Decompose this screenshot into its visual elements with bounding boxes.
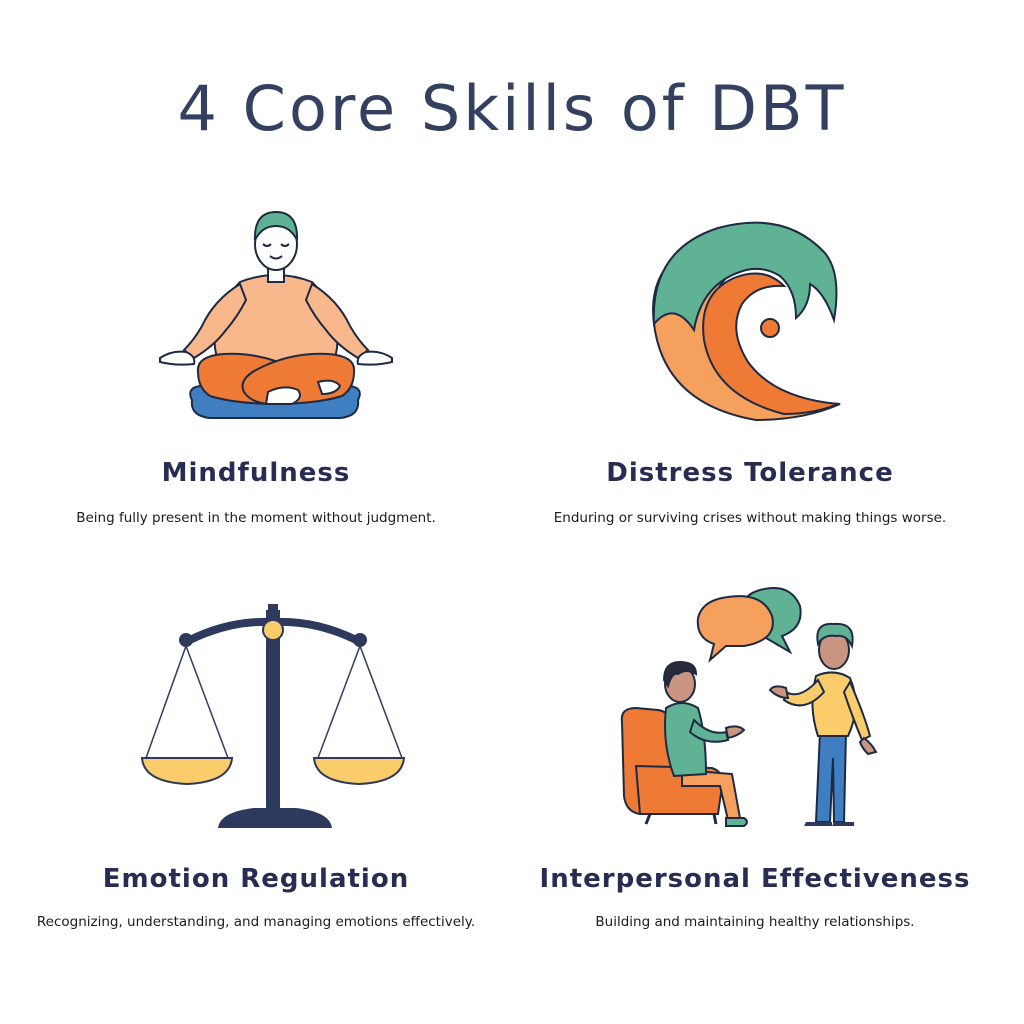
skill-description: Building and maintaining healthy relatio…: [595, 914, 915, 930]
conversation-icon: [620, 587, 878, 827]
skill-name: Distress Tolerance: [606, 458, 894, 488]
skill-name: Mindfulness: [161, 458, 351, 488]
skill-description: Being fully present in the moment withou…: [76, 510, 436, 526]
skill-card-interpersonal-effectiveness: Interpersonal Effectiveness Building and…: [500, 560, 1012, 960]
balance-scale-icon: [140, 604, 406, 828]
skill-description: Recognizing, understanding, and managing…: [36, 914, 476, 930]
wave-icon: [652, 221, 841, 422]
skill-card-distress-tolerance: Distress Tolerance Enduring or surviving…: [494, 0, 1006, 540]
skill-card-mindfulness: Mindfulness Being fully present in the m…: [0, 0, 512, 540]
skill-name: Emotion Regulation: [102, 864, 410, 894]
meditating-person-icon: [159, 210, 393, 419]
page-title: 4 Core Skills of DBT: [177, 72, 847, 145]
skill-name: Interpersonal Effectiveness: [539, 864, 971, 894]
skill-description: Enduring or surviving crises without mak…: [553, 510, 947, 526]
skill-card-emotion-regulation: Emotion Regulation Recognizing, understa…: [18, 560, 530, 960]
